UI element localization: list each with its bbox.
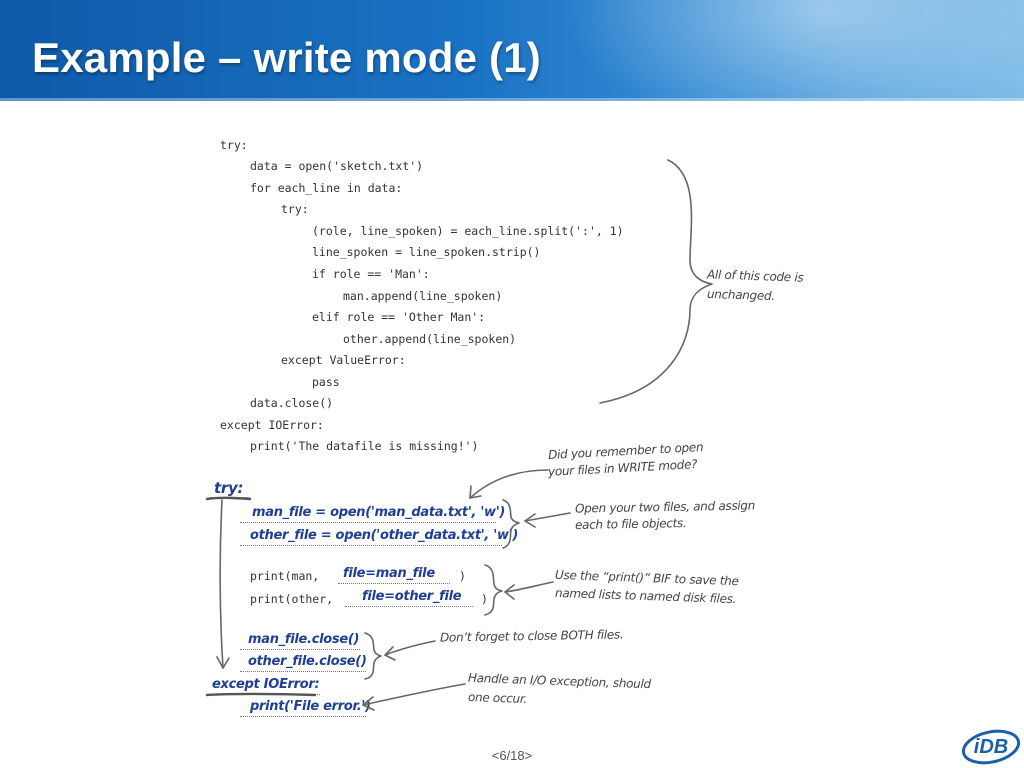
dotted-guide xyxy=(338,583,450,584)
note-close-both: Don’t forget to close BOTH files. xyxy=(439,627,624,645)
note-handle-line2: one occur. xyxy=(467,689,528,707)
try-underline xyxy=(205,496,252,501)
banner-glow xyxy=(560,0,1024,101)
page-number: <6/18> xyxy=(491,748,533,763)
arrow-close xyxy=(384,640,436,656)
handwritten-try: try: xyxy=(214,479,244,497)
dotted-guide xyxy=(240,545,502,546)
arrow-open xyxy=(524,512,571,522)
brace-close xyxy=(364,632,382,680)
dotted-guide xyxy=(240,522,496,523)
dotted-guide xyxy=(345,606,473,607)
code-print-other: print(other, xyxy=(250,592,334,606)
arrow-handle xyxy=(362,683,466,706)
arrow-print xyxy=(504,581,554,593)
note-unchanged-line1: All of this code is xyxy=(706,267,804,285)
note-open-line2: each to file objects. xyxy=(574,516,687,532)
code-line: except ValueError: xyxy=(281,353,406,367)
handwritten-except: except IOError: xyxy=(212,677,320,692)
code-line: line_spoken = line_spoken.strip() xyxy=(312,245,541,259)
code-line: pass xyxy=(312,375,340,389)
note-print-line1: Use the “print()” BIF to save the xyxy=(554,567,739,589)
big-brace xyxy=(599,159,713,404)
handwritten-other-close: other_file.close() xyxy=(248,654,367,669)
handwritten-file-other: file=other_file xyxy=(362,589,462,604)
code-line: try: xyxy=(220,138,248,152)
code-line: except IOError: xyxy=(220,418,324,432)
dotted-guide xyxy=(240,671,366,672)
logo-text: iDB xyxy=(974,736,1008,758)
note-unchanged-line2: unchanged. xyxy=(706,286,776,304)
code-line: (role, line_spoken) = each_line.split(':… xyxy=(312,224,624,238)
code-line: man.append(line_spoken) xyxy=(343,289,503,303)
note-open-line1: Open your two files, and assign xyxy=(574,498,756,516)
dotted-guide xyxy=(210,694,320,695)
code-line: data = open('sketch.txt') xyxy=(250,159,424,173)
code-line: elif role == 'Other Man': xyxy=(312,310,486,324)
code-line: for each_line in data: xyxy=(250,181,403,195)
arrow-write-mode xyxy=(469,469,549,499)
handwritten-file-man: file=man_file xyxy=(343,566,435,581)
code-print-man-close: ) xyxy=(459,569,466,583)
underline-try xyxy=(210,497,250,498)
handwritten-man-close: man_file.close() xyxy=(248,632,360,647)
handwritten-print-error: print('File error.') xyxy=(250,699,371,714)
code-line: print('The datafile is missing!') xyxy=(250,439,479,453)
code-print-man: print(man, xyxy=(250,569,320,583)
handwritten-other-file-open: other_file = open('other_data.txt', 'w') xyxy=(250,528,518,543)
banner-bottom-line xyxy=(0,98,1024,101)
note-remember-line2: your files in WRITE mode? xyxy=(547,457,698,479)
idb-logo: iDB xyxy=(961,729,1021,765)
dotted-guide xyxy=(240,649,360,650)
code-line: other.append(line_spoken) xyxy=(343,332,517,346)
note-handle-line1: Handle an I/O exception, should xyxy=(467,670,652,692)
handwritten-man-file-open: man_file = open('man_data.txt', 'w') xyxy=(252,505,506,520)
code-print-other-close: ) xyxy=(481,592,488,606)
slide-title: Example – write mode (1) xyxy=(32,34,541,81)
code-line: data.close() xyxy=(250,396,334,410)
brace-print xyxy=(484,564,503,616)
code-line: try: xyxy=(281,202,309,216)
code-line: if role == 'Man': xyxy=(312,267,430,281)
title-banner: Example – write mode (1) xyxy=(0,0,1024,101)
note-print-line2: named lists to named disk files. xyxy=(554,585,737,607)
try-except-bracket xyxy=(219,499,224,669)
dotted-guide xyxy=(240,716,366,717)
